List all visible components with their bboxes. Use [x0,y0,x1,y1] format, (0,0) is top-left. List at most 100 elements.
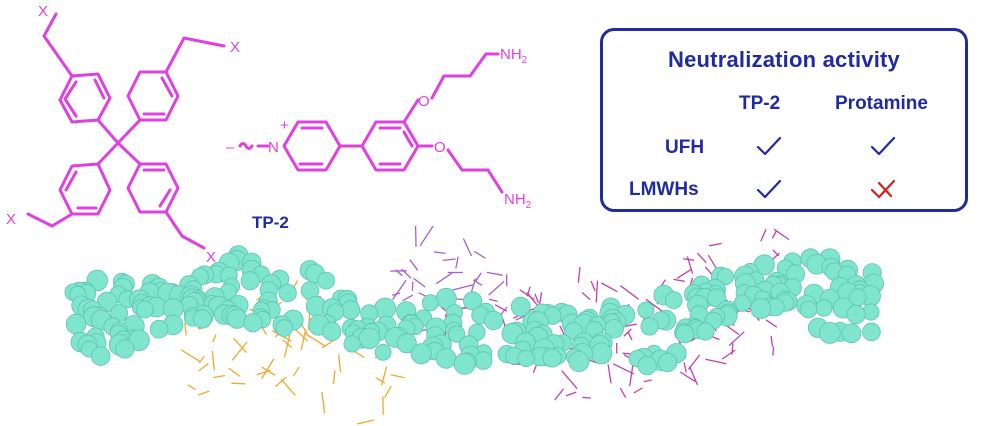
bond-stick [261,366,276,376]
atom-sphere [664,291,683,309]
bond-stick [442,258,456,262]
atom-sphere [510,296,531,317]
heparin-space-filling-model [64,245,885,376]
bond-stick [435,272,453,285]
bond-stick [455,256,459,269]
bond-stick [554,388,565,401]
bond-stick [486,271,503,276]
bond-stick [228,367,241,378]
bond-stick [231,341,248,361]
bond-stick [581,291,591,301]
check-icon [756,179,782,199]
bond-stick [283,335,291,358]
bond-stick [561,370,578,390]
bond-stick [198,362,209,372]
bond-stick [612,363,635,375]
atom-sphere [135,300,154,319]
atom-sphere [278,283,297,303]
atom-sphere [275,319,294,337]
column-header-protamine: Protamine [835,93,928,114]
bond-stick [765,319,778,328]
pyridinium-n: N [268,139,279,156]
positive-charge: + [280,117,289,134]
bond-stick [709,242,722,247]
panel-title: Neutralization activity [668,47,900,72]
bond-stick [211,350,216,371]
bond-stick [683,362,687,373]
bond-stick [673,278,685,282]
bond-stick [375,377,386,384]
bond-stick [760,229,767,242]
bond-stick [728,331,745,347]
bond-stick [488,280,505,296]
atom-sphere [637,301,655,319]
bond-stick [565,391,577,397]
bond-stick [582,396,591,399]
bond-stick [619,387,627,399]
bond-stick [180,349,202,363]
bond-stick [280,379,296,396]
atom-sphere [750,298,772,319]
bond-stick [489,298,498,303]
bond-stick [771,230,778,239]
atom-sphere [243,313,263,333]
x-label-3: X [6,211,16,228]
bond-stick [184,322,187,336]
bond-stick [679,371,696,383]
bond-stick [392,279,407,300]
row-header-lmwhs: LMWHs [629,179,699,200]
amine-upper: NH2 [500,46,528,66]
bond-stick [213,374,226,379]
atom-sphere [192,309,212,329]
bond-stick [433,251,446,255]
bond-stick [304,332,326,347]
atom-sphere [542,348,562,368]
atom-sphere [115,339,135,359]
bond-stick [620,285,639,300]
atom-sphere [343,335,361,353]
amine-lower: NH2 [504,191,532,211]
bond-stick [413,277,426,288]
x-label-4: X [206,249,216,266]
bond-stick [770,335,774,347]
bond-stick [627,331,633,341]
atom-sphere [226,308,247,329]
bond-stick [643,379,652,383]
bond-stick [595,280,599,303]
oxygen-lower: O [434,139,446,156]
neutralization-panel: Neutralization activity TP-2 Protamine U… [600,28,968,212]
row-header-ufh: UFH [665,137,705,158]
bond-stick [402,294,414,302]
atom-sphere [846,304,866,325]
bond-stick [419,225,434,247]
bond-stick [686,256,694,274]
bond-stick [577,266,581,283]
atom-sphere [90,346,111,366]
atom-sphere [637,355,657,376]
bond-stick [356,419,375,425]
bond-stick [474,250,486,259]
x-label-2: X [230,39,240,56]
bond-stick [600,282,618,293]
atom-sphere [483,310,504,331]
column-header-tp2: TP-2 [739,93,781,114]
bond-stick [261,358,275,379]
cross-icon [870,179,896,199]
bond-stick [721,349,736,360]
bond-stick [772,346,775,356]
atom-sphere [568,350,590,372]
bond-stick [187,384,196,390]
atom-sphere [149,319,169,339]
oxygen-upper: O [418,93,430,110]
check-icon [870,136,896,156]
bond-stick [197,390,210,396]
atom-sphere [317,271,335,290]
atom-sphere [590,342,613,365]
tetraphenylmethane-core [26,12,226,250]
bond-stick [629,362,634,387]
check-icon [756,136,782,156]
atom-sphere [657,352,678,372]
atom-sphere [396,333,417,354]
bond-stick [633,387,643,394]
